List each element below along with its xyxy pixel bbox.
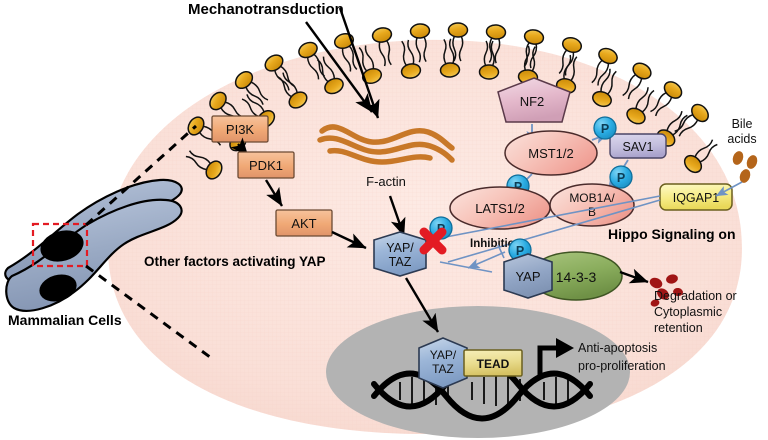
page-title: Mechanotransduction [188, 1, 344, 18]
hippo-signaling-label: Hippo Signaling on [608, 226, 736, 242]
yaptaz-cytoplasm-label-2: TAZ [389, 255, 412, 269]
connector-iqgap1-lats [447, 199, 661, 263]
phospho-circle-icon: P [593, 116, 617, 140]
connector-yaptaz-yap [439, 261, 493, 273]
degradation-fragments-icon [649, 274, 683, 307]
yaptaz-nucleus-label-1: YAP/ [430, 348, 457, 362]
mammalian-cell-icon [4, 178, 183, 312]
bile-acids-label-2: acids [727, 132, 756, 146]
sav1-label: SAV1 [622, 140, 653, 154]
bile-acids-label-1: Bile [732, 117, 753, 131]
yaptaz-nucleus-label-2: TAZ [432, 362, 454, 376]
lats-label: LATS1/2 [475, 201, 525, 216]
fourteen-three-three-label: 14-3-3 [556, 269, 597, 285]
tead-node[interactable]: TEAD [463, 349, 523, 377]
akt-label: AKT [291, 216, 316, 231]
arrow-factin-yaptaz [388, 195, 406, 237]
phospho-circle-icon: P [609, 165, 633, 189]
phospho-label: P [601, 122, 609, 136]
mechanotransduction-arrows [305, 21, 373, 113]
phospho-label: P [516, 244, 524, 258]
phospho-label: P [514, 180, 522, 194]
lipid-bilayer-icon [185, 22, 718, 180]
mob-label-2: B [588, 205, 596, 219]
yaptaz-cytoplasm-label-1: YAP/ [386, 241, 414, 255]
arrow-pdk1-akt [264, 179, 284, 207]
arrow-membrane-to-factin [338, 7, 380, 119]
degradation-label-3: retention [654, 321, 703, 335]
lats-node[interactable]: LATS1/2 [449, 186, 551, 230]
iqgap1-label: IQGAP1 [673, 191, 720, 205]
mst-label: MST1/2 [528, 146, 574, 161]
sav1-node[interactable]: SAV1 [609, 133, 667, 159]
red-dashed-zoom-box-icon [31, 222, 89, 268]
other-factors-label: Other factors activating YAP [144, 254, 326, 269]
magnification-leader-lines [84, 124, 215, 362]
transcription-arrow-icon [537, 338, 574, 376]
iqgap1-node[interactable]: IQGAP1 [659, 183, 733, 211]
yap-cytoplasm-node[interactable]: YAP [503, 253, 553, 299]
degradation-label-2: Cytoplasmic [654, 305, 722, 319]
nf2-label: NF2 [520, 94, 545, 109]
mob-node[interactable]: MOB1A/ B [549, 183, 635, 227]
arrow-bileacids-iqgap1 [715, 181, 743, 197]
arrow-akt-yaptaz [331, 230, 367, 250]
yaptaz-nucleus-node[interactable]: YAP/ TAZ [418, 337, 468, 389]
mammalian-cells-label: Mammalian Cells [8, 312, 122, 328]
f-actin-filament-icon [317, 124, 455, 165]
outcome-label-2: pro-proliferation [578, 359, 666, 373]
mob-label-1: MOB1A/ [569, 191, 615, 205]
connector-iqgap1-yaptaz [429, 195, 661, 241]
yaptaz-cytoplasm-node[interactable]: YAP/ TAZ [373, 231, 427, 277]
red-x-icon [419, 227, 447, 255]
degradation-label-1: Degradation or [654, 289, 737, 303]
arrow-1433-degradation [619, 268, 649, 284]
yap-cytoplasm-label: YAP [515, 269, 540, 284]
akt-node[interactable]: AKT [275, 209, 333, 237]
nf2-node[interactable]: NF2 [497, 77, 571, 123]
mst-node[interactable]: MST1/2 [504, 130, 598, 176]
bile-acid-molecules-icon [732, 151, 758, 183]
tead-label: TEAD [477, 357, 510, 371]
outcome-label-1: Anti-apoptosis [578, 341, 657, 355]
phospho-label: P [617, 171, 625, 185]
fourteen-three-three-node[interactable]: 14-3-3 [529, 251, 623, 301]
inhibition-tbar-arrow [467, 244, 506, 269]
pi3k-node[interactable]: PI3K [211, 115, 269, 143]
f-actin-label: F-actin [366, 174, 406, 189]
pdk1-node[interactable]: PDK1 [237, 151, 295, 179]
pi3k-label: PI3K [226, 122, 255, 137]
arrow-yaptaz-nucleus [404, 277, 440, 333]
pdk1-label: PDK1 [249, 158, 283, 173]
